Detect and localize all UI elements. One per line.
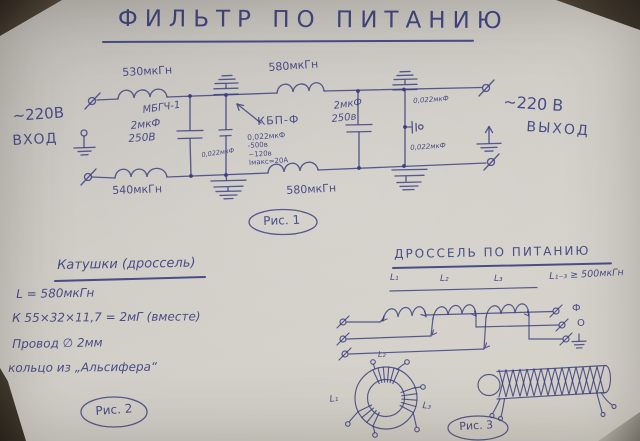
fig3-terminal-phase: Ф	[572, 303, 581, 314]
fig3-label-l2: L₂	[440, 274, 449, 284]
junction-dots	[188, 87, 407, 178]
inductor-top-left	[117, 88, 168, 100]
fig3-caption-oval	[447, 415, 509, 441]
fig3-label-l3: L₃	[494, 274, 503, 284]
notes-line-3: Провод ∅ 2мм	[12, 335, 103, 351]
label-cap-voltage: 250В	[128, 131, 157, 145]
input-ground-symbol	[73, 129, 96, 156]
input-terminal-top	[84, 92, 101, 110]
toroid-label-l3: L₃	[421, 401, 432, 412]
choke-coil-1	[382, 306, 427, 322]
capacitor-input	[176, 95, 204, 177]
output-terminal-bottom	[483, 153, 500, 171]
label-coil-bottom-left: 540мкГн	[112, 182, 163, 197]
bypass-branch-left	[210, 74, 247, 200]
inductor-bottom-right	[267, 161, 319, 174]
fig3-left-terminals	[336, 315, 352, 361]
label-coil-top-left: 530мкГн	[122, 63, 173, 79]
input-terminal-bottom	[80, 168, 97, 186]
kbp-arrow	[236, 103, 262, 124]
toroid-label-l1: L₁	[329, 393, 339, 405]
output-terminal-top	[478, 79, 495, 97]
label-coil-bottom-right: 580мкГн	[286, 181, 337, 197]
fig3-label-l1: L₁	[390, 273, 399, 283]
choke-coil-3	[485, 303, 530, 319]
toroid-drawing	[344, 359, 426, 438]
notes-line-2: К 55×32×11,7 = 2мГ (вместе)	[12, 309, 201, 325]
label-input: ВХОД	[12, 130, 58, 149]
page-title: ФИЛЬТР ПО ПИТАНИЮ	[117, 6, 509, 35]
inductor-bottom-left	[114, 167, 168, 179]
fig3-ground-symbol	[571, 333, 587, 349]
fig2-caption: Рис. 2	[95, 401, 133, 418]
capacitor-mid	[345, 90, 373, 170]
choke-coil-2	[432, 304, 477, 320]
label-output-voltage: ~220 В	[502, 92, 564, 116]
fig3-terminal-zero: О	[577, 318, 585, 329]
bypass-branch-right	[391, 70, 428, 191]
toroid-label-l2: L₂	[378, 350, 386, 359]
rod-coil-drawing	[477, 364, 617, 422]
fig3-caption: Рис. 3	[459, 418, 494, 433]
notes-line-4: кольцо из „Альсифера“	[8, 359, 158, 375]
inductor-top-right	[276, 82, 325, 94]
notes-line-1: L = 580мкГн	[16, 285, 95, 301]
label-input-voltage: ~220В	[12, 103, 65, 125]
fig1-caption: Рис. 1	[263, 212, 301, 228]
fig1-schematic	[73, 70, 502, 236]
notes-heading: Катушки (дроссель)	[57, 255, 196, 273]
output-ground-symbol	[476, 125, 502, 152]
label-kbp-name: КБП-Ф	[257, 112, 300, 128]
kbp-spec-block: 0,022мкФ -500в ~120в Iмакс=20А	[247, 130, 289, 167]
fig3-right-terminals	[549, 304, 573, 346]
fig2-caption-oval	[80, 396, 148, 428]
fig1-caption-oval	[248, 208, 318, 236]
fig3-schematic	[336, 286, 587, 441]
